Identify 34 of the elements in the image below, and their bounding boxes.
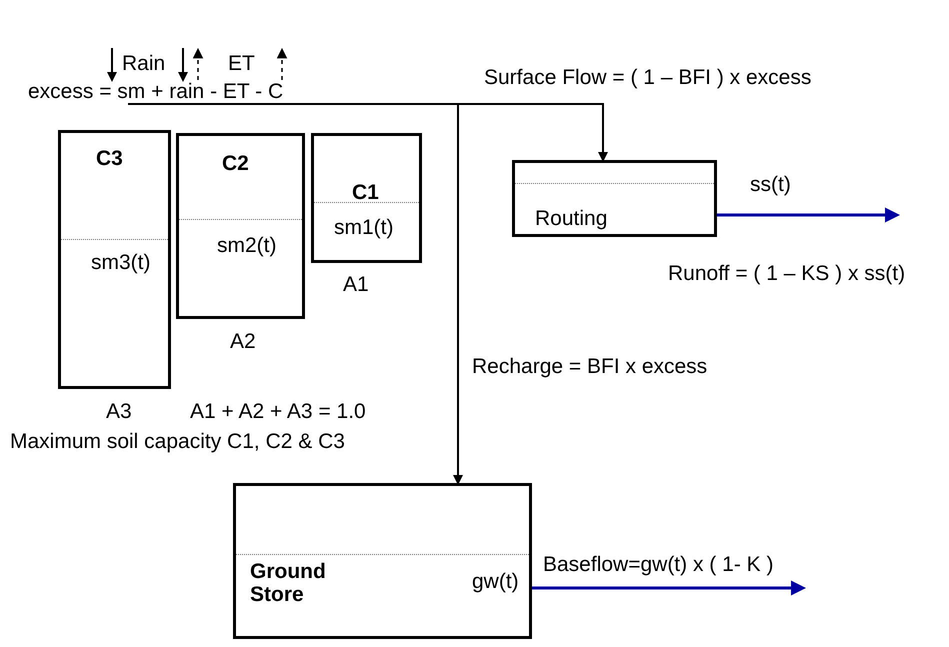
store-heading: Ground Store (250, 560, 327, 606)
arrow (107, 48, 117, 82)
routing-store-box (512, 160, 717, 237)
arrow (128, 103, 463, 485)
edge-label: Baseflow=gw(t) x ( 1- K ) (543, 553, 774, 576)
store-heading: C3 (96, 147, 123, 170)
edge-label: Surface Flow = ( 1 – BFI ) x excess (484, 66, 812, 90)
dashed-arrow (276, 48, 288, 80)
soil-store-box (176, 133, 305, 319)
outflow-arrow (717, 208, 900, 222)
store-variable: Routing (535, 207, 608, 230)
flow-label: Rain (122, 52, 166, 76)
area-label: A1 (343, 273, 369, 296)
dashed-arrow (192, 48, 204, 80)
flow-label: ET (228, 52, 255, 76)
area-label: A3 (106, 400, 132, 424)
soil-store-box (58, 130, 171, 389)
arrow (178, 48, 188, 82)
outflow-arrow (532, 580, 806, 596)
edge-label: Runoff = ( 1 – KS ) x ss(t) (668, 262, 906, 286)
equation-text: excess = sm + rain - ET - C (28, 80, 284, 104)
edge-label: Recharge = BFI x excess (472, 355, 708, 378)
equation-text: A1 + A2 + A3 = 1.0 (190, 400, 366, 424)
ground-store-box (233, 483, 532, 639)
store-variable: gw(t) (472, 570, 519, 594)
note-text: Maximum soil capacity C1, C2 & C3 (10, 430, 345, 454)
store-variable: ss(t) (750, 173, 791, 196)
store-variable: sm2(t) (217, 234, 276, 258)
soil-store-box (311, 133, 422, 263)
store-variable: sm3(t) (91, 251, 150, 274)
store-heading: C2 (222, 152, 249, 176)
area-label: A2 (230, 330, 256, 354)
store-heading: C1 (352, 181, 379, 204)
store-variable: sm1(t) (334, 216, 394, 240)
